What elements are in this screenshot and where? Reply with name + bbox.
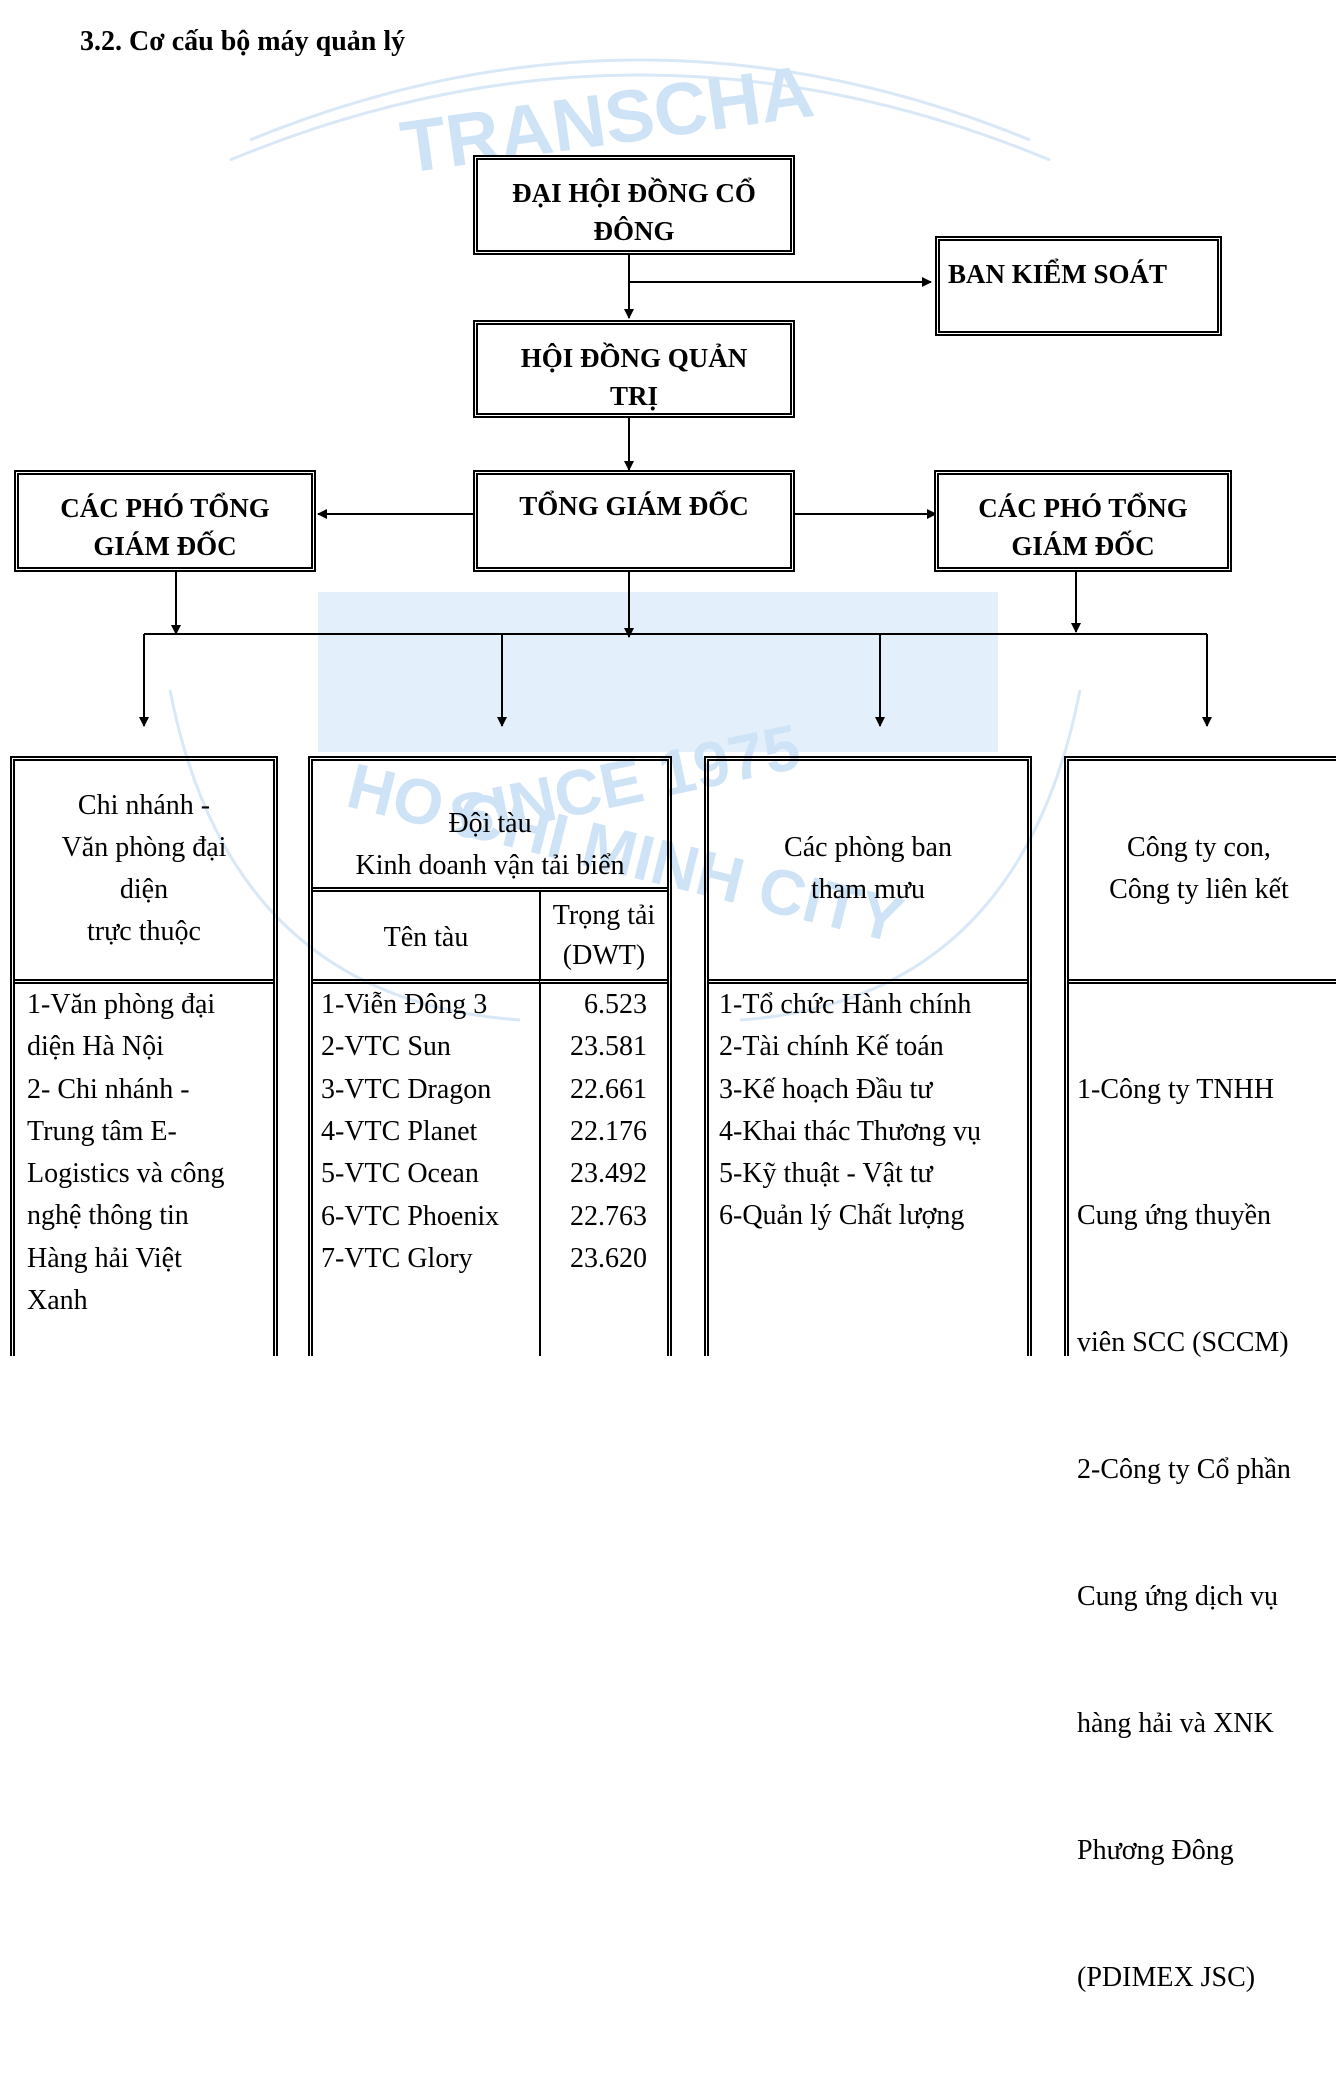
ship-name: 5-VTC Ocean bbox=[321, 1158, 479, 1190]
table-row: 1-Viễn Đông 3 6.523 bbox=[313, 984, 667, 1026]
table-row: 3-VTC Dragon 22.661 bbox=[313, 1069, 667, 1111]
shareholders-line-1: ĐẠI HỘI ĐỒNG CỔ bbox=[512, 178, 756, 208]
departments-header-line-1: Các phòng ban bbox=[784, 832, 952, 863]
ship-name: 4-VTC Planet bbox=[321, 1115, 478, 1147]
branches-header: Chi nhánh - Văn phòng đại diện trực thuộ… bbox=[15, 761, 273, 984]
ship-dwt: 23.581 bbox=[570, 1031, 647, 1063]
branches-header-line-1: Chi nhánh - bbox=[77, 790, 211, 821]
ship-dwt: 22.763 bbox=[570, 1200, 647, 1232]
departments-column: Các phòng ban tham mưu 1-Tổ chức Hành ch… bbox=[704, 756, 1032, 1356]
branches-header-line-2: Văn phòng đại bbox=[61, 832, 227, 863]
fleet-subheader-name: Tên tàu bbox=[313, 892, 539, 984]
list-item: 1-Tổ chức Hành chính bbox=[719, 989, 972, 1020]
table-row: 2-VTC Sun 23.581 bbox=[313, 1026, 667, 1068]
ship-name: 3-VTC Dragon bbox=[321, 1073, 492, 1105]
ship-name: 7-VTC Glory bbox=[321, 1242, 473, 1274]
deputy-right-line-1: CÁC PHÓ TỔNG bbox=[978, 493, 1188, 523]
table-row: 7-VTC Glory 23.620 bbox=[313, 1238, 667, 1280]
section-heading: 3.2. Cơ cấu bộ máy quản lý bbox=[80, 26, 406, 57]
branches-header-line-3: diện bbox=[119, 874, 169, 905]
table-row: 4-VTC Planet 22.176 bbox=[313, 1111, 667, 1153]
shareholders-line-2: ĐÔNG bbox=[593, 216, 675, 246]
deputy-left-line-1: CÁC PHÓ TỔNG bbox=[60, 493, 270, 523]
subsidiaries-header-line-2: Công ty liên kết bbox=[1109, 874, 1289, 905]
list-item: Xanh bbox=[27, 1285, 88, 1317]
list-item: 5-Kỹ thuật - Vật tư bbox=[719, 1158, 933, 1190]
subsidiaries-column: Công ty con, Công ty liên kết 1-Công ty … bbox=[1064, 756, 1336, 1993]
ship-dwt: 23.492 bbox=[570, 1158, 647, 1190]
ship-name: 2-VTC Sun bbox=[321, 1031, 451, 1063]
list-item: (PDIMEX JSC) bbox=[1077, 1961, 1256, 1993]
branches-list: 1-Văn phòng đại diện Hà Nội 2- Chi nhánh… bbox=[15, 984, 273, 1322]
list-item: 1-Văn phòng đại bbox=[27, 989, 216, 1020]
supervisory-label: BAN KIỂM SOÁT bbox=[948, 259, 1168, 289]
list-item: 1-Công ty TNHH bbox=[1077, 1073, 1275, 1105]
supervisory-box: BAN KIỂM SOÁT bbox=[935, 236, 1222, 336]
list-item: hàng hải và XNK bbox=[1077, 1708, 1274, 1740]
fleet-header: Đội tàu Kinh doanh vận tải biển bbox=[313, 761, 667, 892]
deputy-left-box: CÁC PHÓ TỔNG GIÁM ĐỐC bbox=[14, 470, 316, 572]
list-item: 4-Khai thác Thương vụ bbox=[719, 1115, 981, 1147]
ship-name: 6-VTC Phoenix bbox=[321, 1200, 500, 1232]
deputy-left-line-2: GIÁM ĐỐC bbox=[93, 531, 237, 561]
departments-header-line-2: tham mưu bbox=[811, 874, 925, 905]
list-item: 6-Quản lý Chất lượng bbox=[719, 1200, 965, 1232]
fleet-column: Đội tàu Kinh doanh vận tải biển Tên tàu … bbox=[308, 756, 672, 1356]
list-item: 2-Tài chính Kế toán bbox=[719, 1031, 944, 1063]
ship-dwt: 22.661 bbox=[570, 1073, 647, 1105]
list-item: diện Hà Nội bbox=[27, 1031, 164, 1063]
shareholders-box: ĐẠI HỘI ĐỒNG CỔ ĐÔNG bbox=[473, 155, 795, 255]
list-item: Cung ứng thuyền bbox=[1077, 1200, 1272, 1232]
ceo-label: TỔNG GIÁM ĐỐC bbox=[519, 491, 749, 521]
fleet-dwt-divider bbox=[539, 984, 541, 1356]
ship-name: 1-Viễn Đông 3 bbox=[321, 989, 488, 1020]
board-line-2: TRỊ bbox=[609, 381, 658, 411]
list-item: 2-Công ty Cổ phần bbox=[1077, 1454, 1291, 1486]
board-box: HỘI ĐỒNG QUẢN TRỊ bbox=[473, 320, 795, 418]
list-item: Logistics và công bbox=[27, 1158, 225, 1190]
departments-list: 1-Tổ chức Hành chính 2-Tài chính Kế toán… bbox=[709, 984, 1027, 1238]
dwt-header-line-1: Trọng tải bbox=[552, 900, 656, 931]
ship-dwt: 22.176 bbox=[570, 1115, 647, 1147]
branches-header-line-4: trực thuộc bbox=[87, 916, 201, 947]
ceo-box: TỔNG GIÁM ĐỐC bbox=[473, 470, 795, 572]
deputy-right-line-2: GIÁM ĐỐC bbox=[1011, 531, 1155, 561]
ship-dwt: 6.523 bbox=[584, 989, 647, 1020]
branches-column: Chi nhánh - Văn phòng đại diện trực thuộ… bbox=[10, 756, 278, 1356]
deputy-right-box: CÁC PHÓ TỔNG GIÁM ĐỐC bbox=[934, 470, 1232, 572]
watermark-logo: TRANSCHA SINCE 1975 HO CHI MINH CITY bbox=[168, 49, 1082, 1022]
board-line-1: HỘI ĐỒNG QUẢN bbox=[520, 343, 748, 373]
ship-name-header: Tên tàu bbox=[383, 922, 469, 953]
table-row: 5-VTC Ocean 23.492 bbox=[313, 1153, 667, 1195]
subsidiaries-list: 1-Công ty TNHH Cung ứng thuyền viên SCC … bbox=[1069, 984, 1336, 2084]
subsidiaries-header: Công ty con, Công ty liên kết bbox=[1069, 761, 1336, 984]
list-item: Hàng hải Việt bbox=[27, 1242, 182, 1274]
list-item: 3-Kế hoạch Đầu tư bbox=[719, 1073, 933, 1105]
subsidiaries-header-line-1: Công ty con, bbox=[1127, 832, 1271, 863]
table-row: 6-VTC Phoenix 22.763 bbox=[313, 1196, 667, 1238]
list-item: nghệ thông tin bbox=[27, 1200, 189, 1232]
fleet-header-line-1: Đội tàu bbox=[448, 808, 532, 839]
list-item: Trung tâm E- bbox=[27, 1115, 177, 1147]
list-item: viên SCC (SCCM) bbox=[1077, 1327, 1289, 1359]
list-item: 2- Chi nhánh - bbox=[27, 1073, 190, 1105]
fleet-header-line-2: Kinh doanh vận tải biển bbox=[355, 850, 625, 881]
dwt-header-line-2: (DWT) bbox=[562, 940, 646, 971]
ship-dwt: 23.620 bbox=[570, 1242, 647, 1274]
departments-header: Các phòng ban tham mưu bbox=[709, 761, 1027, 984]
fleet-subheader-dwt: Trọng tải (DWT) bbox=[539, 892, 667, 984]
list-item: Phương Đông bbox=[1077, 1834, 1234, 1866]
list-item: Cung ứng dịch vụ bbox=[1077, 1581, 1279, 1613]
